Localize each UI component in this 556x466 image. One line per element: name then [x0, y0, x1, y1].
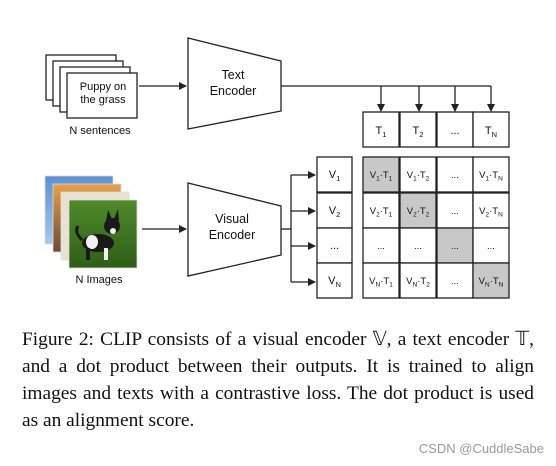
text-token-2: T2: [399, 111, 437, 148]
matrix-cell: ...: [472, 227, 510, 264]
sentences-label: N sentences: [69, 125, 131, 137]
matrix-cell-label: ...: [451, 241, 459, 252]
visual-encoder-line-1: Visual: [215, 212, 249, 226]
visual-encoder-line-2: Encoder: [209, 228, 256, 242]
text-encoder-line-2: Encoder: [210, 84, 257, 98]
matrix-cell: ...: [436, 192, 474, 229]
matrix-cell-label: VN·T2: [406, 276, 430, 289]
matrix-cell-label: ...: [414, 241, 422, 252]
image-token-label: V2: [329, 205, 341, 219]
text-token-label: ...: [450, 125, 459, 137]
similarity-matrix: V1·T1 V1·T2... V1·TN V2·T1 V2·T2... V2·TN....…: [362, 156, 510, 299]
text-token-row: T1 T2... TN: [362, 111, 510, 148]
text-token-label: T1: [376, 125, 387, 139]
visual-encoder: Visual Encoder: [187, 182, 282, 277]
matrix-cell: ...: [436, 227, 474, 264]
matrix-cell-label: V2·T1: [370, 206, 393, 219]
text-token-label: T2: [413, 125, 424, 139]
matrix-cell: V2·T2: [399, 192, 437, 229]
matrix-cell-label: ...: [451, 206, 459, 217]
matrix-cell-label: ...: [487, 241, 495, 252]
clip-diagram: Puppy on the grass N sentences Text Enco…: [44, 37, 510, 299]
matrix-cell: VN·TN: [472, 262, 510, 299]
figure-caption: Figure 2: CLIP consists of a visual enco…: [22, 329, 534, 431]
matrix-cell-label: VN·T1: [369, 276, 393, 289]
matrix-cell-label: V2·TN: [479, 206, 503, 219]
matrix-cell: V2·T1: [362, 192, 400, 229]
image-token-2: V2: [316, 192, 353, 229]
dog-photo: [75, 209, 120, 260]
text-token-1: T1: [362, 111, 400, 148]
image-token-label: V1: [329, 169, 341, 183]
text-encoder-line-1: Text: [222, 68, 245, 82]
matrix-cell-label: V1·T1: [370, 170, 393, 183]
watermark: CSDN @CuddleSabe: [418, 441, 544, 456]
image-token-1: V1: [316, 156, 353, 193]
text-token-3: ...: [436, 111, 474, 148]
sentence-card-line-2: the grass: [80, 94, 126, 106]
matrix-cell-label: ...: [451, 276, 459, 287]
matrix-cell-label: VN·TN: [479, 276, 504, 289]
text-token-label: TN: [485, 125, 497, 139]
matrix-cell-label: V2·T2: [407, 206, 430, 219]
matrix-cell: V1·T2: [399, 156, 437, 193]
matrix-cell: VN·T1: [362, 262, 400, 299]
image-stack: [44, 175, 138, 269]
matrix-cell-label: ...: [377, 241, 385, 252]
matrix-cell: ...: [362, 227, 400, 264]
matrix-cell-label: V1·T2: [407, 170, 430, 183]
image-token-3: ...: [316, 227, 353, 264]
matrix-cell: ...: [436, 262, 474, 299]
matrix-cell: ...: [399, 227, 437, 264]
matrix-cell-label: ...: [451, 170, 459, 181]
sentence-card-line-1: Puppy on: [80, 81, 126, 93]
matrix-cell: VN·T2: [399, 262, 437, 299]
images-label: N Images: [75, 274, 123, 286]
image-token-label: ...: [330, 240, 339, 252]
matrix-cell: V1·T1: [362, 156, 400, 193]
matrix-cell-label: V1·TN: [479, 170, 503, 183]
image-token-4: VN: [316, 262, 353, 299]
matrix-cell: V1·TN: [472, 156, 510, 193]
text-encoder: Text Encoder: [187, 37, 282, 130]
matrix-cell: V2·TN: [472, 192, 510, 229]
image-token-label: VN: [328, 275, 341, 289]
matrix-cell: ...: [436, 156, 474, 193]
text-token-4: TN: [472, 111, 510, 148]
sentence-cards-stack: Puppy on the grass: [45, 54, 138, 119]
